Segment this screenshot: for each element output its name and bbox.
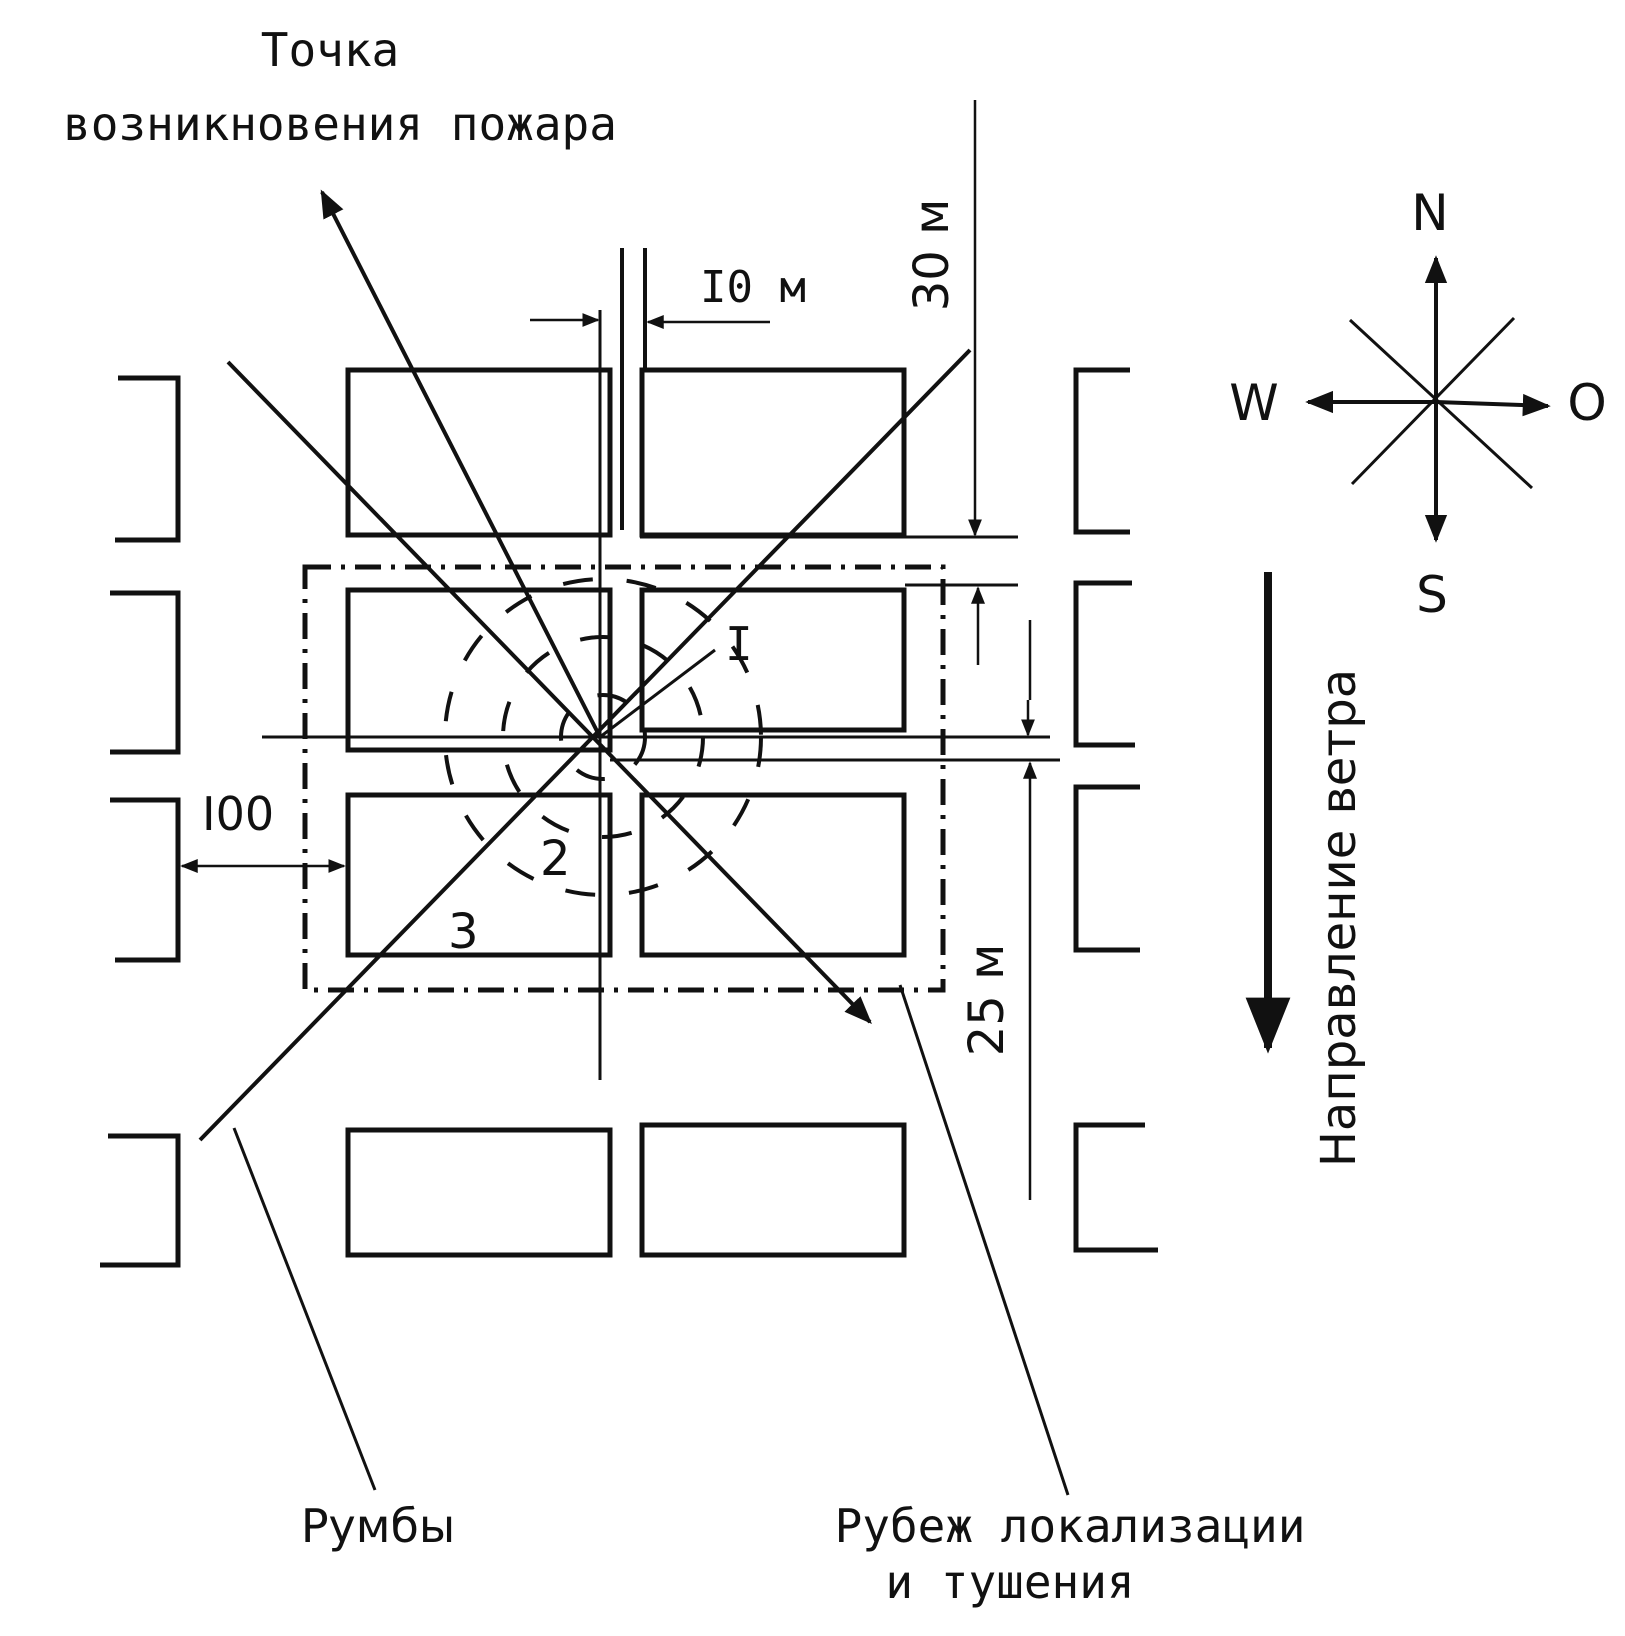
boundary-label-line-1: Рубеж локализации [835,1499,1306,1553]
zone-1-label: I [725,617,753,671]
dimension-west: I00 [180,787,346,873]
rhumb-nw-se [226,360,872,1025]
localization-boundary [302,564,946,993]
zone-2-label: 2 [540,831,571,887]
title-line-1: Точка [261,23,399,77]
block-row1-right [639,367,907,538]
compass-east-label: O [1567,374,1606,432]
fire-zone-2-circle [501,635,705,839]
block-row4-right [639,1122,907,1258]
dimension-street-width: I0 м [530,262,806,329]
rhumb-ne-sw [198,348,972,1142]
right-block-2 [1073,580,1135,748]
rhumb-lines [198,189,972,1142]
rhumbs-label: Румбы [301,1499,455,1553]
zone-1-pointer [599,648,716,739]
boundary-label-line-2: и тушения [885,1555,1134,1609]
compass-north-label: N [1411,184,1448,242]
fire-origin-pointer [320,189,602,738]
wind-label: Направление ветра [1311,669,1367,1167]
fire-zone-1-circle [559,693,647,781]
right-block-4 [1073,1122,1158,1253]
distance-west-label: I00 [202,787,274,841]
right-block-3 [1073,784,1140,953]
compass-west-label: W [1229,374,1278,432]
street-width-label: I0 м [700,262,806,313]
compass-rose: N S W O [1229,184,1606,624]
compass-arrow-east [1435,393,1551,417]
fire-zones [443,577,763,897]
wind-direction: Направление ветра [1245,572,1367,1167]
rhumbs-leader [232,1127,377,1491]
dimension-south: 25 м [959,620,1037,1200]
title-line-2: возникновения пожара [63,97,617,151]
left-block-4 [100,1133,181,1268]
block-row4-left [345,1127,613,1258]
zone-3-label: 3 [448,904,479,960]
right-side-blocks [1073,367,1158,1253]
left-block-1 [115,375,181,543]
left-block-3 [110,797,181,963]
block-row2-right [639,587,907,733]
compass-south-label: S [1416,566,1448,624]
block-row1-left [345,367,613,538]
block-row2-left [345,587,613,753]
right-block-1 [1073,367,1130,535]
left-block-2 [110,590,181,755]
distance-north-label: 30 м [904,199,960,312]
dimension-north: 30 м [904,100,985,665]
city-blocks [345,367,907,1258]
fire-zone-3-circle [443,577,763,897]
block-row3-left [345,792,613,958]
left-side-blocks [100,375,181,1268]
boundary-leader [898,984,1070,1496]
block-row3-right [639,792,907,958]
distance-south-label: 25 м [959,944,1015,1057]
